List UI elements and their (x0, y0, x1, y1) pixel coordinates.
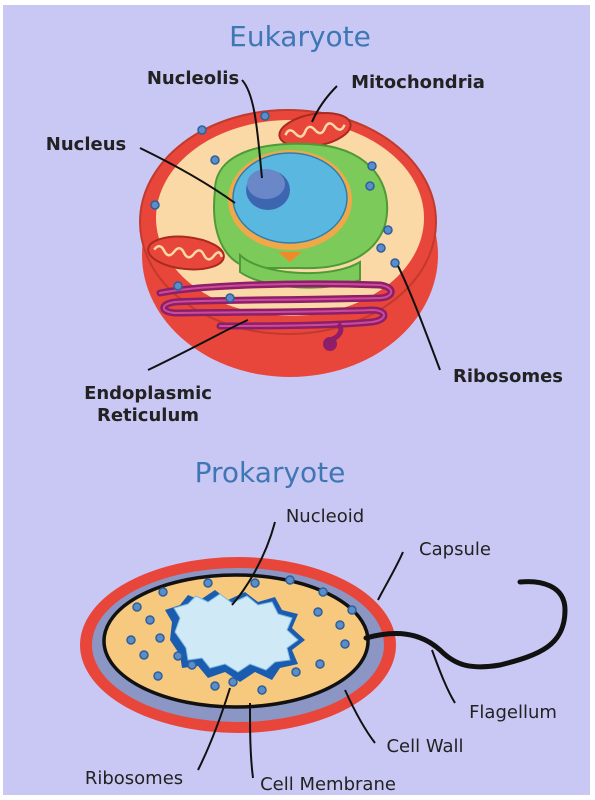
flagellum (366, 582, 565, 667)
label-er-line2: Reticulum (97, 405, 199, 426)
label-nucleolis: Nucleolis (147, 68, 239, 89)
label-mitochondria: Mitochondria (351, 72, 485, 93)
label-flagellum: Flagellum (469, 702, 557, 723)
prokaryote-title: Prokaryote (195, 456, 346, 489)
label-capsule: Capsule (419, 539, 491, 560)
leader-capsule (378, 552, 403, 600)
label-cell-wall: Cell Wall (386, 736, 463, 757)
eukaryote-title: Eukaryote (229, 20, 371, 53)
label-ribosomes-eukaryote: Ribosomes (453, 366, 563, 387)
label-er-line1: Endoplasmic (84, 383, 212, 404)
label-nucleus: Nucleus (46, 134, 126, 155)
eukaryote-cell (140, 108, 438, 377)
label-nucleoid: Nucleoid (286, 506, 364, 527)
label-ribosomes-prokaryote: Ribosomes (85, 768, 183, 789)
label-cell-membrane: Cell Membrane (260, 774, 396, 795)
